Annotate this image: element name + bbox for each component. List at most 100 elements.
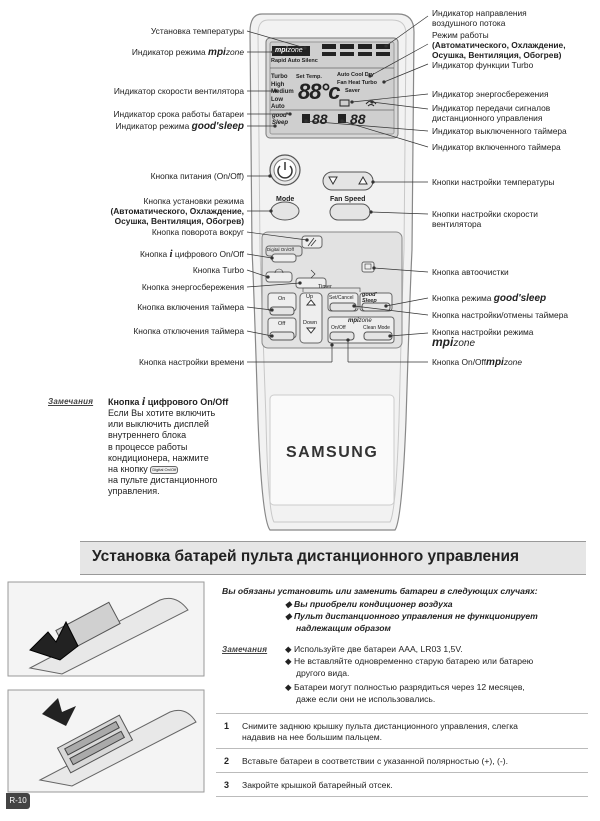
mode-button[interactable] (271, 202, 299, 220)
set-cancel-button[interactable] (330, 303, 356, 311)
battery-lcd-icon (339, 99, 350, 107)
lcd-fan-low: Low (271, 96, 283, 103)
label-timer-on-button: Кнопка включения таймера (137, 302, 244, 312)
timer-up-label: Up (306, 294, 314, 300)
digital-onoff-button[interactable] (272, 254, 296, 262)
step-3-number: 3 (224, 780, 230, 790)
lcd-timer-off-digits: 88 (312, 111, 328, 127)
step-divider-top (216, 713, 588, 714)
mpi-onoff-button[interactable] (330, 332, 354, 340)
lcd-timer-on-digits: 88 (350, 111, 366, 127)
timer-label: Timer (318, 284, 332, 290)
note-body: Если Вы хотите включить или выключить ди… (108, 408, 218, 497)
label-turbo-indicator: Индикатор функции Turbo (432, 60, 534, 70)
lcd-fan-speed-list: Turbo High Medium Low Auto (271, 74, 294, 112)
note-digital-button: Digital On/Off (150, 465, 179, 474)
turbo-button[interactable] (266, 272, 292, 282)
note-tag: Замечания (48, 397, 94, 406)
battery-notes-tag: Замечания (222, 645, 268, 654)
turbo-icon (274, 268, 284, 274)
power-button[interactable] (270, 155, 300, 185)
battery-2-shape (69, 730, 126, 766)
label-timer-set-button: Кнопка настройки/отмены таймера (432, 310, 569, 320)
lcd-saver: Saver (345, 88, 360, 94)
good-sleep-button-label: good' Sleep (362, 292, 377, 304)
label-timer-off-button: Кнопка отключения таймера (133, 326, 244, 336)
label-mode-button: Кнопка установки режима (Автоматического… (110, 196, 244, 226)
label-mpi-onoff-button: Кнопка On/Offmpizone (432, 357, 522, 368)
mpi-zone-button-label: mpizone (348, 318, 372, 324)
airflow-indicator (322, 44, 390, 56)
temp-down-icon (328, 176, 338, 186)
lcd-set-temp: Set Temp. (296, 74, 322, 80)
autoclean-button[interactable] (362, 262, 374, 272)
lcd-fan-turbo: Turbo (271, 74, 288, 80)
timer-down-label: Down (303, 320, 318, 326)
thumb-arrow-1 (29, 620, 79, 661)
clean-mode-button[interactable] (364, 332, 392, 340)
label-time-set-button: Кнопка настройки времени (139, 357, 244, 367)
label-transmit-indicator: Индикатор передачи сигналов дистанционно… (432, 103, 551, 123)
swing-button[interactable] (302, 236, 322, 248)
step-divider-bottom (216, 796, 588, 797)
mpi-onoff-label: On/Off (331, 325, 346, 331)
fan-speed-label: Fan Speed (330, 196, 366, 203)
label-swing-button: Кнопка поворота вокруг (151, 227, 244, 237)
clean-mode-label: Clean Mode (363, 325, 390, 331)
lcd-rapid-row: Rapid Auto Silenc (271, 58, 318, 64)
timer-down-button[interactable] (302, 326, 320, 336)
lcd-mpi-zone: mpizone (275, 47, 303, 54)
mode-label: Mode (276, 196, 295, 203)
label-temp-buttons: Кнопки настройки температуры (432, 177, 555, 187)
timer-up-icon (305, 299, 317, 306)
label-power-button: Кнопка питания (On/Off) (150, 171, 244, 181)
label-good-sleep-indicator: Индикатор режима good'sleep (115, 121, 244, 132)
label-mode-indicator: Режим работы (Автоматического, Охлаждени… (432, 30, 566, 60)
insert-arrow-2 (42, 698, 76, 726)
label-mpi-mode-button: Кнопка настройки режима mpizone (432, 327, 534, 349)
lcd-fan-high: High (271, 81, 285, 88)
timer-on-label: On (278, 296, 286, 302)
label-battery-indicator: Индикатор срока работы батареи (113, 109, 245, 119)
step-divider-1 (216, 748, 588, 749)
timer-down-icon (305, 327, 317, 334)
timer-off-label: Off (278, 321, 286, 327)
set-cancel-label: Set/Cancel (329, 295, 354, 301)
label-mpi-indicator: Индикатор режима mpizone (131, 47, 244, 58)
temp-down-button[interactable] (324, 172, 348, 190)
label-autoclean-button: Кнопка автоочистки (432, 267, 509, 277)
good-sleep-button[interactable] (362, 303, 390, 311)
timer-on-button[interactable] (270, 307, 294, 315)
label-fan-buttons: Кнопки настройки скорости вентилятора (432, 209, 538, 229)
step-2-number: 2 (224, 756, 230, 766)
digital-label: Digital On/Off (267, 247, 294, 252)
temp-up-icon (358, 175, 368, 185)
energy-saver-icon (310, 269, 316, 279)
fan-speed-button[interactable] (330, 204, 370, 220)
step-1-number: 1 (224, 721, 230, 731)
turbo-button-shape (265, 271, 293, 283)
battery-bullet-2-cont: надлежащим образом (296, 623, 391, 633)
battery-illustration-1 (7, 581, 205, 677)
lcd-good-sleep: good' Sleep (272, 113, 289, 126)
timer-off-lcd-icon (302, 114, 310, 123)
timer-off-button[interactable] (270, 332, 294, 340)
step-divider-2 (216, 772, 588, 773)
temp-up-button[interactable] (349, 172, 373, 190)
battery-note-3-cont: даже если они не использовались. (296, 694, 436, 704)
lcd-fan-medium: Medium (271, 89, 294, 95)
lcd-mode-row-1: Auto Cool Dry (337, 72, 374, 78)
page-number: R-10 (6, 793, 30, 809)
battery-title-bar (80, 541, 586, 575)
label-fan-speed-indicator: Индикатор скорости вентилятора (113, 86, 244, 96)
timer-up-button[interactable] (302, 299, 320, 309)
battery-bullet-2: ◆ Пульт дистанционного управления не фун… (285, 611, 538, 621)
label-digital-button: Кнопка i цифрового On/Off (140, 248, 244, 260)
timer-on-button-shape (269, 306, 295, 316)
battery-note-3: ◆ Батареи могут полностью разрядиться че… (285, 682, 525, 692)
power-icon (277, 165, 293, 179)
label-airflow-indicator: Индикатор направления воздушного потока (432, 8, 527, 28)
step-2-text: Вставьте батареи в соответствии с указан… (242, 756, 508, 766)
battery-note-1: ◆ Используйте две батареи AAA, LR03 1,5V… (285, 644, 463, 654)
